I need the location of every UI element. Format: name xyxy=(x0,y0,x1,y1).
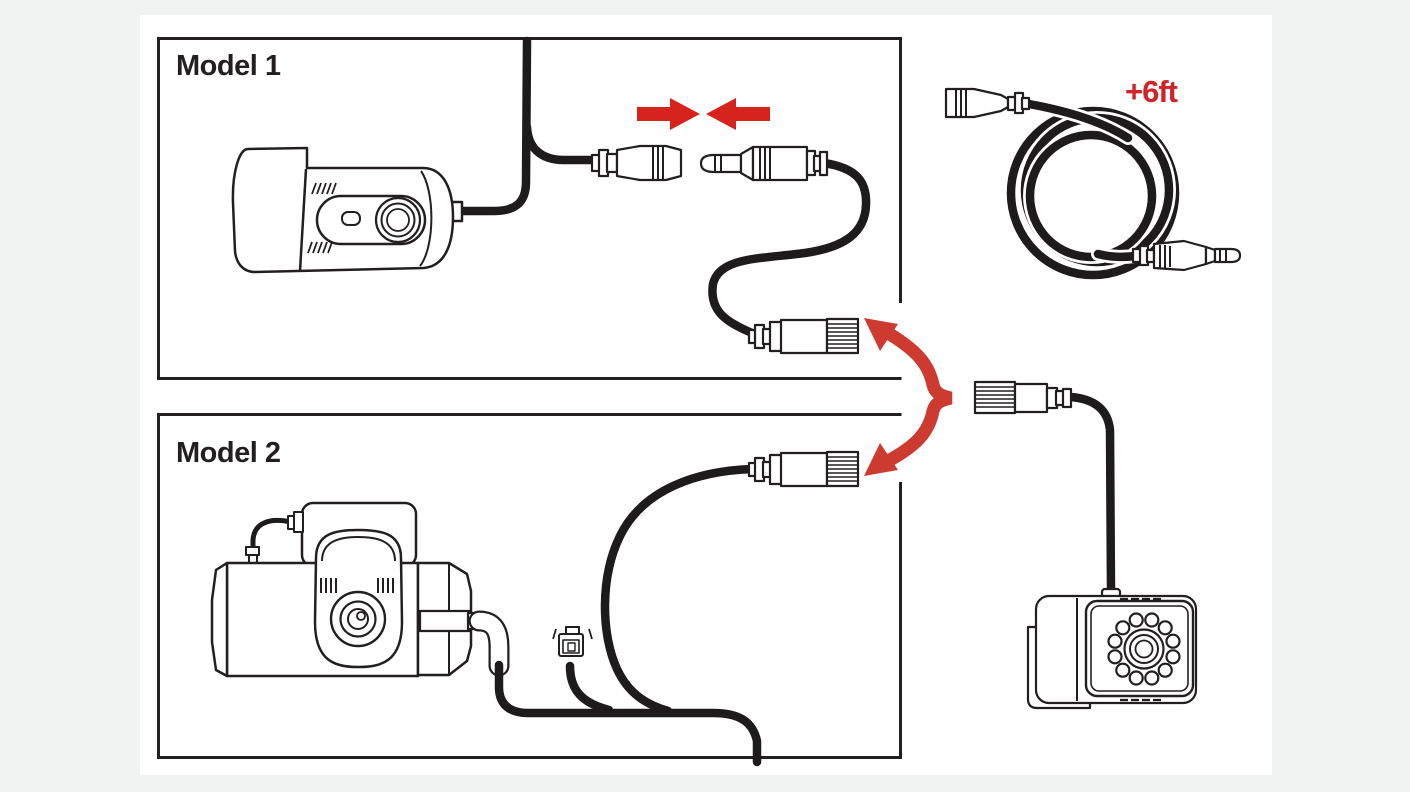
model1-panel-label: Model 1 xyxy=(176,50,281,82)
male-plug-grip-lines xyxy=(759,148,771,179)
model1-lens-inner xyxy=(386,208,410,232)
model1-body-seam xyxy=(298,168,308,272)
model2-lens-ring xyxy=(339,600,377,638)
rear-connector-body xyxy=(1013,382,1049,414)
male-plug-connector xyxy=(699,145,829,182)
model2-panel-label: Model 2 xyxy=(176,437,281,469)
model2-strain-relief xyxy=(470,612,508,675)
model2-dome-arch xyxy=(321,536,396,562)
extension-length-label: +6ft xyxy=(1125,74,1178,109)
extension-female-connector xyxy=(944,87,1031,119)
model1-dashcam-illustration xyxy=(231,146,464,274)
male-plug-cone xyxy=(739,145,755,182)
model1-lens-outer xyxy=(374,196,422,244)
model2-main-cable xyxy=(494,660,762,767)
female-jack-grip-lines xyxy=(652,146,664,180)
brace-curve xyxy=(881,326,953,468)
model1-vents xyxy=(307,182,337,254)
model1-lens-ring xyxy=(380,202,416,238)
model1-power-cable xyxy=(456,36,532,216)
right-arrow-shaft xyxy=(736,107,770,121)
model1-camera-input-connector xyxy=(747,317,860,355)
push-together-arrows xyxy=(637,98,770,130)
extension-cable-coil xyxy=(1004,97,1182,282)
connection-brace-arrow xyxy=(864,318,953,476)
model1-connector-thread-lines xyxy=(828,323,857,349)
female-jack-body xyxy=(615,144,683,182)
model1-camera-port-pigtail xyxy=(522,122,598,165)
model2-cable-arm xyxy=(418,609,472,633)
extension-male-connector xyxy=(1131,239,1242,272)
rear-camera-connector xyxy=(973,380,1073,415)
model1-status-led xyxy=(341,211,361,226)
rj-connector xyxy=(552,626,593,657)
rear-camera-ticks xyxy=(1120,597,1161,702)
model2-cables xyxy=(565,464,757,716)
extension-male-tip xyxy=(1213,247,1242,264)
male-plug-cable xyxy=(708,158,871,338)
model2-rj-cable xyxy=(565,661,614,715)
model2-lens-inner xyxy=(347,608,369,630)
rear-camera-cable xyxy=(1066,392,1116,596)
male-plug-body xyxy=(751,145,809,182)
right-arrow-head xyxy=(706,98,736,130)
rear-camera-illustration xyxy=(1026,587,1198,710)
male-plug-tip-rings xyxy=(714,156,722,171)
left-arrow-head xyxy=(670,98,700,130)
model2-gps-cable xyxy=(250,517,292,547)
model2-box-border xyxy=(157,413,902,759)
rear-camera-ir-leds xyxy=(1107,612,1181,686)
model2-connector-thread-lines xyxy=(828,456,857,482)
model2-dashcam-illustration xyxy=(210,501,762,767)
brace-upper-arrowhead xyxy=(864,318,898,351)
model2-camera-port-cable xyxy=(600,464,757,716)
model2-camera-input-connector xyxy=(747,450,860,488)
brace-lower-arrowhead xyxy=(864,443,898,476)
model2-top-connector xyxy=(293,511,304,533)
model1-endcap-seam xyxy=(419,170,433,267)
model1-box-border xyxy=(157,37,902,380)
rj-click-marks xyxy=(552,628,593,640)
model2-connector-body xyxy=(779,451,829,488)
rj-latch xyxy=(565,626,580,634)
model1-cables xyxy=(456,36,598,216)
extension-cable-illustration xyxy=(944,87,1242,282)
rear-camera-lens-inner xyxy=(1134,639,1154,659)
left-arrow-shaft xyxy=(637,107,670,121)
model2-left-endcap xyxy=(210,561,229,678)
model2-vents xyxy=(320,578,394,593)
model1-connector-body xyxy=(779,318,829,355)
female-jack-connector xyxy=(590,144,683,182)
